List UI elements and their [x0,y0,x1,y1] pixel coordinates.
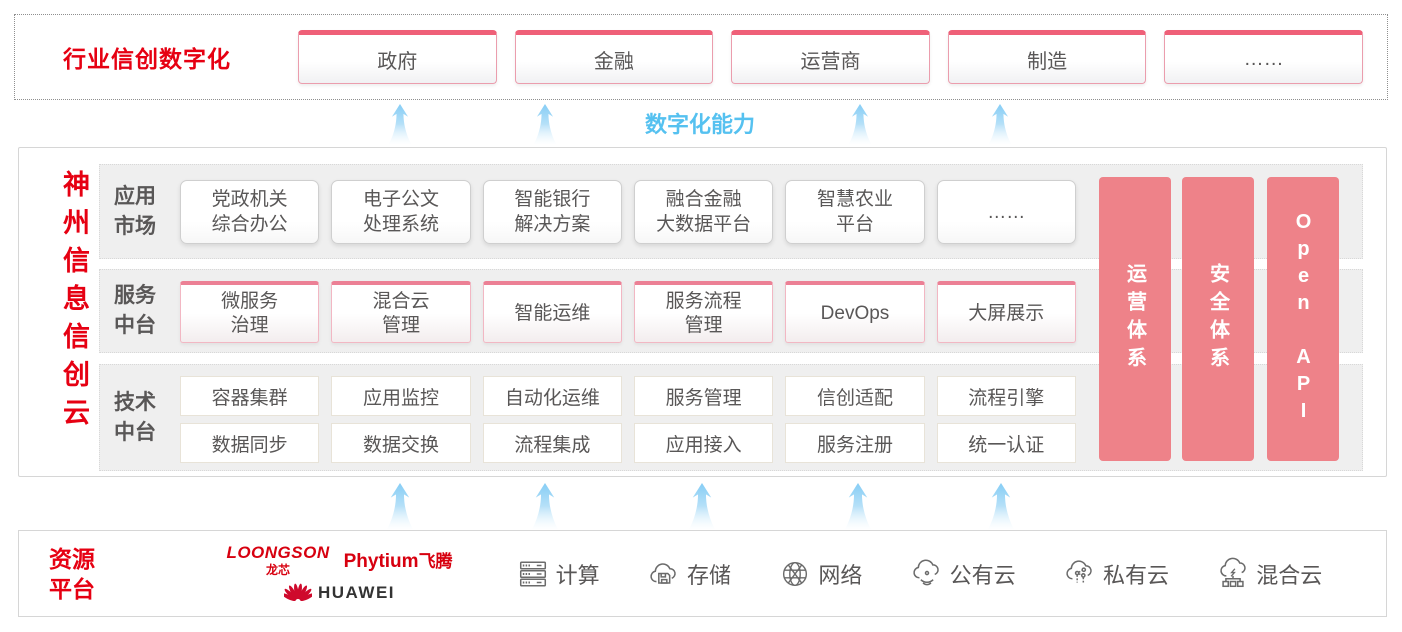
app-box-more: …… [936,180,1076,244]
tech-box-automated-ops: 自动化运维 [482,376,622,416]
phytium-logo: Phytium飞腾 [344,547,453,573]
app-market-label: 应用 市场 [114,184,156,238]
tech-box-container-cluster: 容器集群 [180,376,320,416]
resource-item-hybrid-cloud: 混合云 [1216,557,1322,591]
tech-platform-row: 技术 中台 容器集群 应用监控 自动化运维 服务管理 信创适配 流程引擎 数据同… [99,364,1363,471]
service-platform-boxes: 微服务 治理 混合云 管理 智能运维 服务流程 管理 DevOps 大屏展示 [180,281,1076,343]
resource-item-label: 网络 [818,562,863,588]
tech-box-app-monitoring: 应用监控 [331,376,471,416]
tech-box-data-sync: 数据同步 [180,423,320,463]
app-box-party-gov-office: 党政机关 综合办公 [180,180,320,244]
capability-label: 数字化能力 [644,112,755,137]
service-box-big-screen-display: 大屏展示 [936,281,1076,343]
phytium-chinese: 飞腾 [418,552,453,571]
huawei-flower-icon [284,583,312,602]
up-arrow-icon [527,104,563,144]
tech-box-process-integration: 流程集成 [482,423,622,463]
app-market-boxes: 党政机关 综合办公 电子公文 处理系统 智能银行 解决方案 融合金融 大数据平台… [180,180,1076,244]
platform-title: 神州信息信创云 [59,170,89,436]
private-cloud-icon [1066,559,1092,582]
industry-band-title: 行业信创数字化 [63,46,231,72]
resource-items: 计算 存储 [492,557,1346,591]
resource-platform-panel: 资源 平台 LOONGSON 龙芯 Phytium飞腾 [18,530,1387,617]
industry-box-finance: 金融 [514,30,714,84]
tech-box-process-engine: 流程引擎 [936,376,1076,416]
hybrid-cloud-icon [1220,557,1246,587]
industry-box-government: 政府 [298,30,497,84]
service-box-devops: DevOps [785,281,925,343]
resource-item-label: 私有云 [1102,562,1169,588]
tech-box-unified-auth: 统一认证 [936,423,1076,463]
resource-item-label: 公有云 [949,562,1016,588]
app-box-smart-banking: 智能银行 解决方案 [482,180,622,244]
tech-platform-boxes-top: 容器集群 应用监控 自动化运维 服务管理 信创适配 流程引擎 [180,376,1076,416]
up-arrow-icon [840,483,876,529]
phytium-wordmark: Phytium [343,551,419,572]
up-arrow-icon [527,483,563,529]
tech-platform-label: 技术 中台 [114,390,156,444]
up-arrow-icon [382,104,418,144]
tech-box-service-mgmt: 服务管理 [633,376,774,416]
app-box-smart-agriculture: 智慧农业 平台 [785,180,925,244]
loongson-wordmark: LOONGSON [226,543,330,562]
up-arrow-icon [983,483,1019,529]
sidebar-security-system: 安全体系 [1182,177,1254,461]
resource-item-label: 存储 [686,562,731,588]
storage-icon [650,562,676,584]
resource-item-public-cloud: 公有云 [910,557,1016,591]
up-arrow-icon [684,483,720,529]
loongson-logo: LOONGSON 龙芯 [226,543,329,578]
vendor-logos: LOONGSON 龙芯 Phytium飞腾 [217,543,462,604]
sidebar-open-api: Open API [1267,177,1339,461]
industry-box-manufacturing: 制造 [947,30,1147,84]
public-cloud-icon [912,558,939,585]
resource-item-label: 计算 [555,562,600,588]
up-arrow-icon [982,104,1018,144]
industry-box-operator: 运营商 [731,30,930,84]
service-box-service-process-mgmt: 服务流程 管理 [633,281,774,343]
tech-platform-boxes-bottom: 数据同步 数据交换 流程集成 应用接入 服务注册 统一认证 [180,423,1076,463]
up-arrow-icon [842,104,878,144]
industry-band-items: 政府 金融 运营商 制造 …… [298,30,1363,84]
cloud-platform-panel: 神州信息信创云 应用 市场 党政机关 综合办公 电子公文 处理系统 智能银行 解… [18,147,1387,477]
huawei-logo: HUAWEI [284,582,395,604]
resource-item-compute: 计算 [516,557,600,591]
resource-item-private-cloud: 私有云 [1063,557,1169,591]
industry-box-more: …… [1164,30,1363,84]
service-platform-row: 服务 中台 微服务 治理 混合云 管理 智能运维 服务流程 管理 DevOps … [99,269,1363,353]
service-box-hybrid-cloud-mgmt: 混合云 管理 [331,281,471,343]
resource-platform-label: 资源 平台 [49,545,95,602]
tech-box-data-exchange: 数据交换 [331,423,471,463]
app-box-e-document-system: 电子公文 处理系统 [331,180,471,244]
app-market-row: 应用 市场 党政机关 综合办公 电子公文 处理系统 智能银行 解决方案 融合金融… [99,164,1363,259]
sidebar-operation-system: 运营体系 [1099,177,1171,461]
service-box-microservice-governance: 微服务 治理 [180,281,320,343]
tech-box-xinchuang-adaptation: 信创适配 [785,376,925,416]
loongson-chinese: 龙芯 [266,563,291,577]
tech-box-app-access: 应用接入 [633,423,774,463]
network-icon [783,561,808,586]
service-platform-label: 服务 中台 [114,284,156,337]
tech-box-service-registry: 服务注册 [785,423,925,463]
compute-icon [519,560,546,587]
resource-item-network: 网络 [778,557,862,591]
industry-band: 行业信创数字化 政府 金融 运营商 制造 …… [14,14,1388,100]
app-box-finance-bigdata: 融合金融 大数据平台 [633,180,774,244]
up-arrow-icon [382,483,418,529]
resource-item-storage: 存储 [647,557,731,591]
service-box-intelligent-ops: 智能运维 [482,281,622,343]
resource-item-label: 混合云 [1256,562,1323,588]
huawei-wordmark: HUAWEI [318,583,395,602]
